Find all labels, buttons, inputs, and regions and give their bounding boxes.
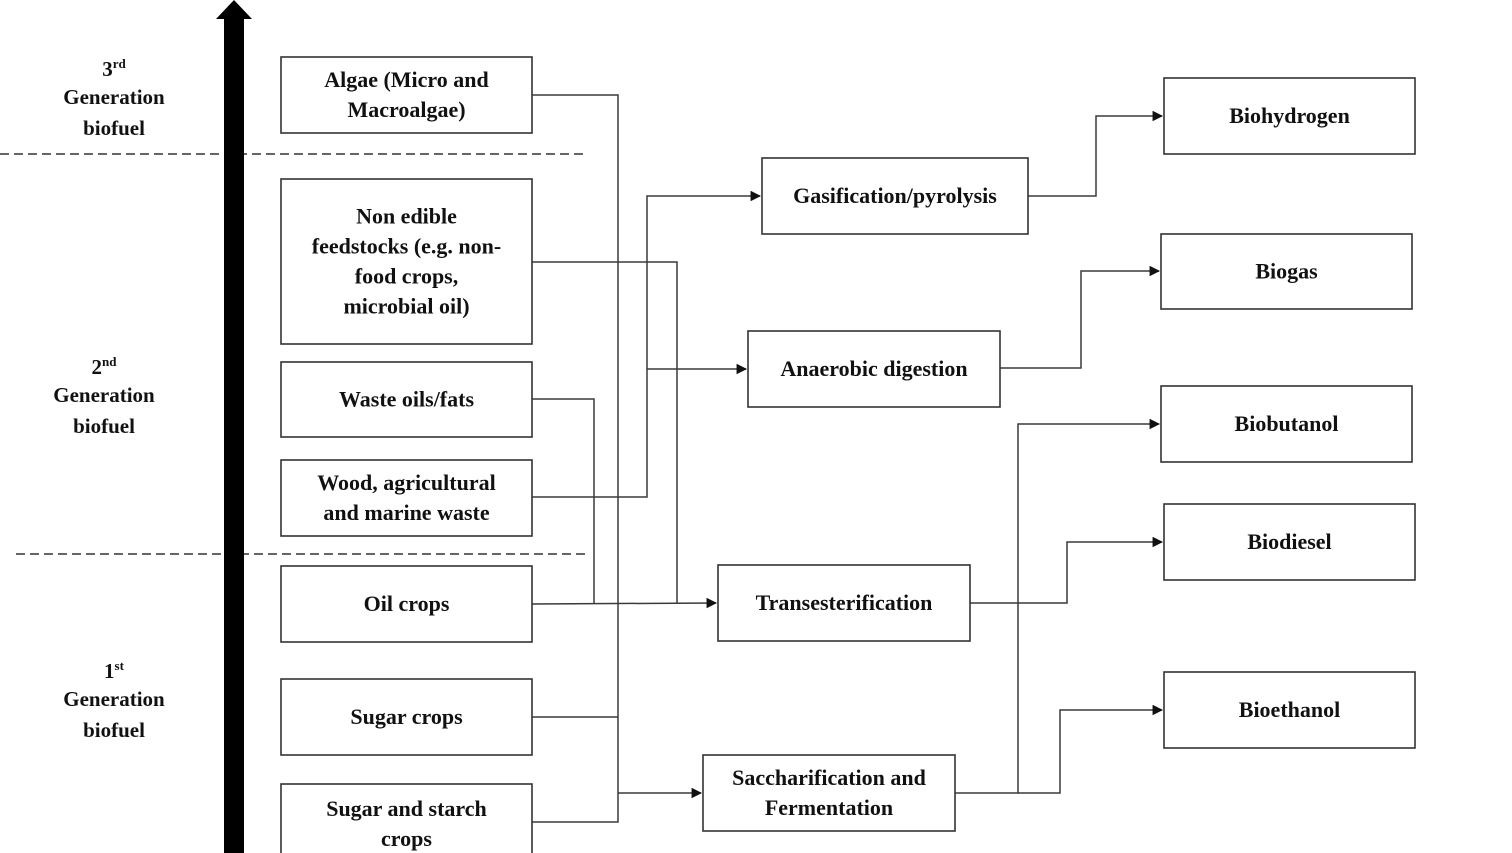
process-label: Transesterification [756,590,933,615]
generation-label-line: biofuel [83,718,145,742]
feedstock-box [280,783,533,853]
generation-label-line: Generation [63,85,165,109]
feedstock-label: Sugar crops [350,704,463,729]
feedstock-box [280,459,533,537]
process-box [747,330,1001,408]
generation-labels: 3rdGenerationbiofuel2ndGenerationbiofuel… [53,56,165,742]
product-box [1160,233,1413,310]
product-label: Biogas [1255,259,1318,284]
connector-nonedible-to-transesterification [532,261,678,603]
arrow-shaft [224,18,244,853]
connector-waste_oils-to-transesterification [532,398,595,603]
process-box [702,754,956,832]
feedstock-label: Wood, agricultural [317,470,495,495]
connector-saccharification-to-bioethanol [1018,704,1164,794]
connector-anaerobic-to-biogas [1000,265,1161,369]
product-box [1163,671,1416,749]
process-gasification: Gasification/pyrolysis [761,157,1029,235]
connector-gasification-to-biohydrogen [1028,110,1164,197]
product-box [1160,385,1413,463]
feedstock-label: Sugar and starch [326,796,487,821]
generation-number: 1st [104,658,125,683]
feedstock-label: microbial oil) [343,294,469,319]
product-box [1163,503,1416,581]
generation-label-line: biofuel [73,414,135,438]
process-label: Fermentation [765,795,893,820]
connector-transesterification-to-biodiesel [970,536,1164,604]
arrow-up-icon [216,0,252,19]
process-label: Gasification/pyrolysis [793,183,997,208]
feedstock-sugar_crops: Sugar crops [280,678,533,756]
product-biohydrogen: Biohydrogen [1163,77,1416,155]
generation-label-line: Generation [53,383,155,407]
connectors [531,94,1164,823]
feedstock-label: Waste oils/fats [339,387,474,412]
process-box [761,157,1029,235]
process-label: Anaerobic digestion [780,356,967,381]
feedstock-oil_crops: Oil crops [280,565,533,643]
feedstock-label: and marine waste [323,500,489,525]
feedstock-label: Oil crops [364,591,450,616]
product-box [1163,77,1416,155]
generation-number: 2nd [92,354,118,379]
connector-saccharification-to-biobutanol [955,418,1161,794]
feedstock-sugar_starch: Sugar and starch crops [280,783,533,853]
connector-oil_crops-to-transesterification [531,597,718,609]
generation-label-line: biofuel [83,116,145,140]
product-biobutanol: Biobutanol [1160,385,1413,463]
feedstock-label: Non edible [356,204,457,229]
product-label: Biodiesel [1247,529,1331,554]
feedstock-waste_oils: Waste oils/fats [280,361,533,438]
feedstock-box [280,361,533,438]
feedstock-label: Macroalgae) [347,97,465,122]
feedstock-label: food crops, [355,264,459,289]
feedstock-nonedible: Non edible feedstocks (e.g. non-food crop… [280,178,533,345]
process-label: Saccharification and [732,765,926,790]
product-label: Biobutanol [1235,411,1339,436]
process-anaerobic: Anaerobic digestion [747,330,1001,408]
feedstock-box [280,678,533,756]
generation-number: 3rd [102,56,126,81]
product-label: Bioethanol [1239,697,1340,722]
product-biodiesel: Biodiesel [1163,503,1416,581]
generation-progress-arrow [216,0,252,853]
feedstock-wood: Wood, agricultural and marine waste [280,459,533,537]
feedstock-label: crops [381,826,432,851]
product-bioethanol: Bioethanol [1163,671,1416,749]
feedstock-box [280,56,533,134]
feedstock-box [280,178,533,345]
connector-wood-to-gasification [532,190,762,498]
product-biogas: Biogas [1160,233,1413,310]
process-box [717,564,971,642]
feedstock-label: feedstocks (e.g. non- [312,234,501,259]
generation-label-line: Generation [63,687,165,711]
product-label: Biohydrogen [1229,103,1350,128]
feedstock-box [280,565,533,643]
process-transesterification: Transesterification [717,564,971,642]
feedstock-label: Algae (Micro and [324,67,489,92]
connector-algae-to-saccharification [532,94,619,823]
